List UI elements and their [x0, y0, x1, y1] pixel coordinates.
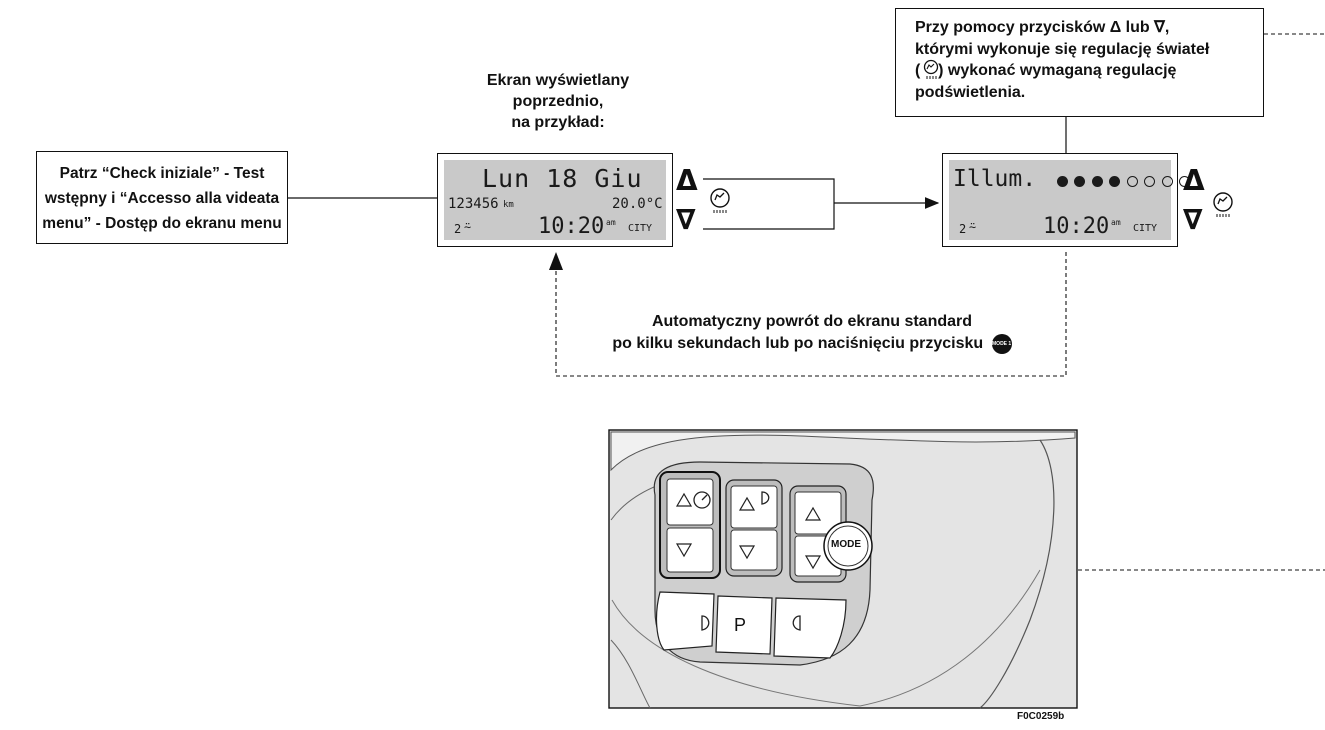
- left-box-line3: menu” - Dostęp do ekranu menu: [42, 215, 282, 232]
- lcd-odometer: 123456: [448, 196, 499, 212]
- lcd-screen: Illum. 2 ⍨ 10:20 am CITY: [949, 160, 1191, 240]
- dashboard-light-icon: [923, 59, 939, 79]
- mode-badge: MODE 1: [991, 333, 1012, 354]
- lcd-illum-label: Illum.: [953, 166, 1037, 192]
- dot-filled: [1057, 176, 1068, 187]
- return-arrowhead: [549, 252, 563, 270]
- dot-empty: [1144, 176, 1156, 187]
- up-arrow-button[interactable]: Δ: [1183, 164, 1205, 197]
- dot-empty: [1179, 176, 1191, 187]
- previous-screen-caption: Ekran wyświetlany poprzednio, na przykła…: [440, 70, 676, 133]
- bracket-connector: [703, 178, 835, 230]
- down-arrow-button[interactable]: ∇: [676, 203, 696, 236]
- lcd-odometer-unit: km: [503, 200, 514, 210]
- lcd-screen: Lun 18 Giu 123456 km 20.0°C 2 ⍨ 10:20 am…: [444, 160, 666, 240]
- control-panel-illustration: [608, 429, 1078, 709]
- instruction-box: Przy pomocy przycisków Δ lub ∇, którymi …: [895, 8, 1264, 117]
- dot-filled: [1091, 176, 1103, 187]
- instruction-line2: którymi wykonuje się regulację świateł: [915, 40, 1210, 58]
- lcd-illumination-screen: Illum. 2 ⍨ 10:20 am CITY: [942, 153, 1191, 247]
- dot-empty: [1126, 176, 1138, 187]
- instruction-line3: ( ) wykonać wymaganą regulację: [915, 62, 1177, 79]
- lcd-light-level: 2: [454, 222, 462, 236]
- parking-light-label: P: [734, 615, 747, 635]
- headlamp-icon: ⍨: [969, 220, 977, 234]
- lcd-am: am: [606, 218, 616, 227]
- return-line2: po kilku sekundach lub po naciśnięciu pr…: [560, 333, 1064, 355]
- headlamp-icon: ⍨: [464, 220, 472, 234]
- dot-filled: [1074, 176, 1086, 187]
- caption-line3: na przykład:: [511, 114, 605, 131]
- lcd-mode: CITY: [1133, 223, 1158, 234]
- illumination-dots: [1057, 174, 1191, 190]
- figure-code: F0C0259b: [1017, 711, 1065, 722]
- caption-line1: Ekran wyświetlany: [486, 72, 630, 89]
- lcd-am: am: [1111, 218, 1121, 227]
- lcd-previous-screen: Lun 18 Giu 123456 km 20.0°C 2 ⍨ 10:20 am…: [437, 153, 673, 247]
- return-path: [555, 252, 1067, 377]
- caption-line2: poprzednio,: [512, 93, 604, 110]
- lcd-light-level: 2: [959, 222, 967, 236]
- left-box-line1: Patrz “Check iniziale” - Test: [59, 165, 265, 182]
- mode-badge-text: MODE 1: [992, 340, 1012, 347]
- lcd-temperature: 20.0°C: [612, 196, 663, 212]
- dot-empty: [1161, 176, 1173, 187]
- instruction-line4: podświetlenia.: [915, 83, 1026, 101]
- dot-filled: [1109, 176, 1121, 187]
- return-caption: Automatyczny powrót do ekranu standard p…: [560, 311, 1064, 355]
- instruction-line1: Przy pomocy przycisków Δ lub ∇,: [915, 19, 1170, 36]
- mode-knob-label[interactable]: MODE: [831, 539, 861, 550]
- return-line1: Automatyczny powrót do ekranu standard: [651, 313, 973, 330]
- dashboard-light-icon: [1213, 192, 1233, 217]
- up-arrow-button[interactable]: Δ: [676, 164, 698, 197]
- lcd-date: Lun 18 Giu: [482, 164, 643, 193]
- lcd-time: 10:20: [1043, 214, 1110, 239]
- left-reference-box: Patrz “Check iniziale” - Test wstępny i …: [36, 151, 288, 244]
- down-arrow-button[interactable]: ∇: [1183, 203, 1203, 236]
- lcd-time: 10:20: [538, 214, 605, 239]
- return-line2-text: po kilku sekundach lub po naciśnięciu pr…: [612, 335, 984, 352]
- lcd-mode: CITY: [628, 223, 653, 234]
- left-box-line2: wstępny i “Accesso alla videata: [44, 190, 280, 207]
- dashboard-light-icon: [710, 188, 730, 213]
